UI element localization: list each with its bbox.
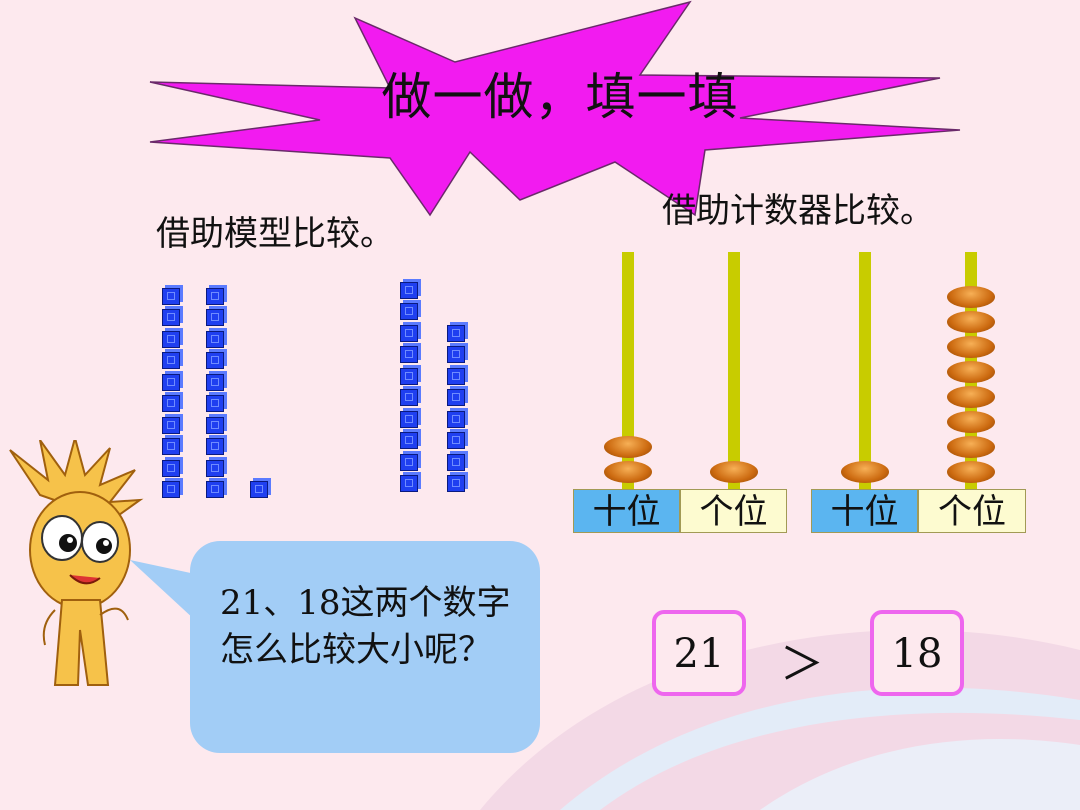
ten-rod-cube (400, 303, 418, 320)
tens-place-label: 十位 (573, 489, 680, 533)
ones-bead (947, 286, 995, 308)
ten-rod-cube (400, 346, 418, 363)
cartoon-character (9, 440, 144, 686)
ten-rod-cube (400, 367, 418, 385)
unit-cube (447, 453, 465, 471)
tens-bead (604, 461, 652, 483)
ones-place-label: 个位 (680, 489, 787, 533)
ten-rod-cube (206, 309, 224, 326)
ten-rod-cube (206, 330, 224, 348)
page-title: 做一做，填一填 (381, 68, 739, 126)
unit-cube (447, 410, 465, 428)
ten-rod-cube (162, 330, 180, 348)
ten-rod-cube (400, 453, 418, 471)
ones-bead (710, 461, 758, 483)
ones-bead (947, 311, 995, 333)
greater-than-sign: ＞ (780, 639, 824, 690)
ten-rod-cube (162, 416, 180, 434)
title-starburst (149, 0, 961, 217)
ones-bead (947, 386, 995, 408)
tens-bead (841, 461, 889, 483)
abacus-rod-tens (859, 252, 871, 490)
ten-rod-cube (206, 416, 224, 434)
ten-rod-cube (206, 438, 224, 455)
ten-rod-cube (162, 459, 180, 477)
left-number-box: 21 (652, 610, 746, 696)
ten-rod-cube (400, 410, 418, 428)
unit-cube (447, 475, 465, 492)
ten-rod-cube (400, 475, 418, 492)
ones-place-label: 个位 (918, 489, 1026, 533)
ones-bead (947, 361, 995, 383)
unit-cube (447, 432, 465, 449)
ten-rod-cube (162, 395, 180, 412)
ten-rod-cube (162, 287, 180, 305)
ten-rod-cube (162, 438, 180, 455)
abacus-rod-ones (728, 252, 740, 490)
unit-cube (447, 346, 465, 363)
speech-bubble-text: 21、18这两个数字怎么比较大小呢？ (220, 583, 511, 670)
ones-bead (947, 436, 995, 458)
ten-rod-cube (162, 309, 180, 326)
unit-cube (447, 324, 465, 342)
ones-bead (947, 461, 995, 483)
ten-rod-cube (162, 352, 180, 369)
abacus-compare-label: 借助计数器比较。 (662, 191, 934, 231)
ten-rod-cube (206, 373, 224, 391)
ones-bead (947, 411, 995, 433)
unit-cube (250, 481, 268, 498)
tens-place-label: 十位 (811, 489, 918, 533)
ten-rod-cube (162, 373, 180, 391)
unit-cube (447, 389, 465, 406)
ten-rod-cube (400, 281, 418, 299)
ten-rod-cube (206, 481, 224, 498)
model-compare-label: 借助模型比较。 (156, 214, 394, 254)
speech-bubble-tail (130, 560, 200, 620)
speech-bubble (190, 541, 540, 753)
abacus-rod-tens (622, 252, 634, 490)
ten-rod-cube (206, 395, 224, 412)
unit-cube (447, 367, 465, 385)
right-number-box: 18 (870, 610, 964, 696)
ten-rod-cube (400, 432, 418, 449)
ten-rod-cube (400, 324, 418, 342)
ten-rod-cube (206, 352, 224, 369)
ten-rod-cube (206, 287, 224, 305)
ten-rod-cube (162, 481, 180, 498)
ten-rod-cube (400, 389, 418, 406)
ones-bead (947, 336, 995, 358)
tens-bead (604, 436, 652, 458)
ten-rod-cube (206, 459, 224, 477)
